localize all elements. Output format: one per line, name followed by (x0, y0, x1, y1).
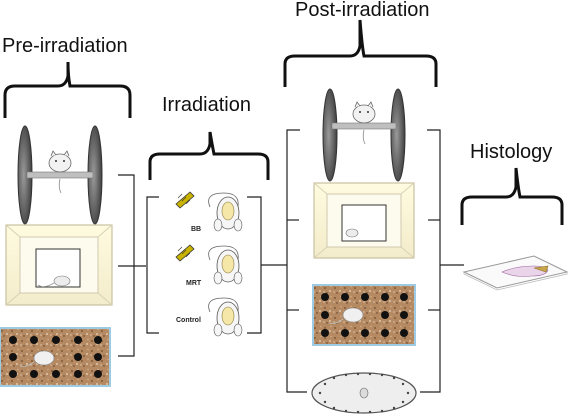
radiation-beam-bb (175, 191, 195, 209)
connector-lines (118, 129, 464, 393)
irradiation-brace (148, 131, 270, 180)
pre-irradiation-brace (3, 61, 132, 118)
irradiation-rats (175, 191, 243, 337)
histology-slide (462, 255, 569, 291)
barnes-maze-post (311, 372, 417, 414)
group-label-bb: BB (191, 226, 202, 233)
open-field-post (313, 182, 415, 259)
post-irradiation-label: Post-irradiation (295, 0, 430, 21)
open-field-pre (5, 224, 113, 306)
hole-board-post (312, 284, 416, 346)
running-wheel-pre (17, 125, 103, 225)
histology-label: Histology (470, 141, 553, 163)
rat-bb (208, 192, 243, 232)
hole-board-pre (0, 327, 111, 387)
running-wheel-post (322, 88, 406, 182)
group-label-control: Control (176, 317, 201, 324)
irradiation-label: Irradiation (162, 94, 251, 116)
histology-brace (460, 167, 564, 225)
pre-irradiation-label: Pre-irradiation (2, 35, 128, 57)
post-irradiation-brace (283, 19, 438, 87)
rat-control (208, 297, 243, 337)
rat-mrt (208, 245, 243, 285)
group-label-mrt: MRT (186, 280, 202, 287)
radiation-beam-mrt (175, 244, 195, 262)
